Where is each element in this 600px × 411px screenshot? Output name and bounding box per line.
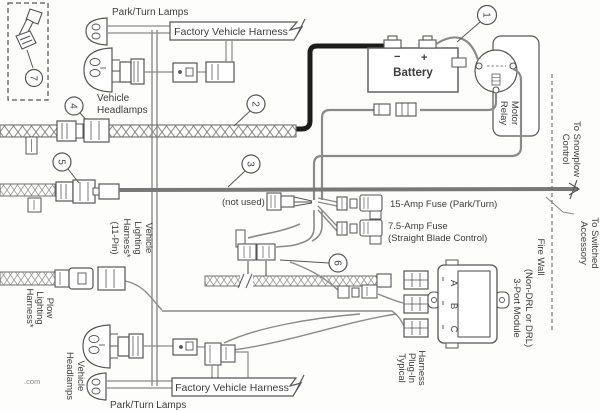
control-handle-icon [15, 8, 43, 50]
plow-harness-label-3: Harness* [24, 288, 35, 327]
plow-harness-label-2: Lighting [34, 291, 45, 324]
svg-text:5: 5 [56, 159, 67, 165]
callout-5: 5 [52, 152, 80, 184]
svg-text:Lighting: Lighting [132, 221, 143, 254]
fuse-15-label: 15-Amp Fuse (Park/Turn) [390, 199, 497, 210]
three-port-module: A B C [427, 259, 510, 349]
typical-plugin-harness-label-2: Plug-In [406, 353, 417, 383]
battery-negative-cable [296, 43, 386, 132]
banner-drop-plug [197, 40, 235, 83]
fuse-75-icon [336, 219, 383, 245]
callout-2: 2 [233, 94, 266, 127]
svg-text:4: 4 [68, 103, 79, 109]
module-plugs [403, 270, 429, 338]
battery-terminals [383, 35, 437, 49]
battery-label: Battery [393, 67, 433, 79]
banner-feed-wires-bottom [211, 351, 249, 378]
control-harness-row [0, 179, 581, 213]
to-switched-branch-wire [545, 196, 575, 215]
typical-plugin-harness-label-3: Harness [416, 350, 427, 386]
to-snowplow-label-2: Control [560, 134, 571, 165]
fuse-15-icon [336, 194, 383, 220]
to-switched-label-2: Accessory [578, 221, 589, 265]
module-label-1: 3-Port Module [511, 278, 522, 338]
callout-3: 3 [227, 154, 261, 188]
factory-vehicle-harness-banner-bottom: Factory Vehicle Harness [171, 374, 305, 397]
not-used-label: (not used) [222, 197, 265, 208]
vehicle-lighting-harness-label: Vehicle Lighting Harness* (11-Pin) [109, 218, 154, 257]
braided-harness-2 [0, 118, 297, 155]
fuse-75-label-2: (Straight Blade Control) [388, 233, 487, 244]
callout-1: 1 [456, 4, 498, 43]
vehicle-headlamps-bottom-label-2: Headlamps [64, 352, 75, 400]
module-port-a: A [448, 280, 459, 287]
headlamp-bottom-connectors [110, 333, 236, 366]
park-turn-lamps-top-label: Park/Turn Lamps [112, 7, 188, 18]
vehicle-headlamps-bottom-label-1: Vehicle [75, 361, 86, 392]
svg-text:Vehicle: Vehicle [143, 223, 154, 254]
to-switched-label-1: To Switched [589, 217, 600, 268]
watermark: .com [24, 377, 40, 386]
not-used-connector [266, 192, 313, 211]
to-snowplow-label-1: To Snowplow [571, 121, 582, 177]
park-turn-lamp-top-icon [85, 17, 108, 46]
relay-lead-connector [451, 57, 467, 68]
callout-7: 7 [28, 75, 39, 81]
fire-wall-label: Fire Wall [535, 238, 546, 275]
motor-relay-label-2: Relay [498, 101, 509, 126]
motor-relay: Motor Relay [474, 35, 540, 137]
cluster-connectors [235, 229, 276, 261]
svg-text:3: 3 [245, 161, 256, 167]
svg-text:Factory Vehicle Harness: Factory Vehicle Harness [175, 382, 289, 394]
svg-text:Harness*: Harness* [121, 218, 132, 257]
fuse-branch-wires [317, 197, 338, 232]
inline-connector-below-battery [373, 102, 417, 117]
vehicle-headlamps-top-label-1: Vehicle [97, 93, 130, 104]
fuse-75-label-1: 7.5-Amp Fuse [388, 221, 448, 232]
park-turn-lamp-bottom-wires [106, 380, 172, 389]
battery-minus-sign: − [394, 51, 400, 63]
plugin-harness-braid [204, 273, 392, 289]
park-turn-lamp-bottom-icon [86, 372, 107, 401]
module-port-b: B [448, 303, 459, 309]
vehicle-headlamp-bottom-icon [82, 324, 111, 369]
plow-lighting-harness [0, 266, 126, 291]
park-turn-lamps-bottom-label: Park/Turn Lamps [110, 400, 186, 411]
module-label-2: (Non-DRL or DRL) [523, 269, 534, 347]
headlamp-top-plug [172, 62, 198, 83]
vehicle-lighting-harness-spine [151, 30, 158, 386]
svg-text:6: 6 [332, 260, 343, 266]
svg-text:2: 2 [250, 101, 261, 107]
vehicle-headlamps-top-label-2: Headlamps [97, 105, 148, 116]
factory-vehicle-harness-banner-top: Factory Vehicle Harness [169, 18, 306, 41]
battery-plus-sign: + [421, 52, 427, 64]
module-port-c: C [448, 326, 459, 333]
module-feed-wires [124, 261, 405, 351]
plow-harness-label-1: Plow [44, 298, 55, 319]
vehicle-headlamp-top-icon [83, 47, 113, 93]
svg-text:(11-Pin): (11-Pin) [109, 221, 120, 254]
control-handle-box [7, 2, 49, 101]
headlamp-top-connector-pair [112, 58, 145, 85]
svg-text:Factory Vehicle Harness: Factory Vehicle Harness [174, 26, 288, 38]
inline-fuse-holder [337, 284, 378, 299]
park-turn-lamp-top-wires [107, 25, 170, 34]
svg-text:1: 1 [481, 12, 492, 18]
typical-plugin-harness-label-1: Typical [396, 353, 407, 383]
relay-wires [312, 36, 523, 200]
lower-bundle-wires [247, 210, 323, 276]
battery: − + Battery [367, 35, 459, 93]
motor-relay-label-1: Motor [509, 101, 520, 125]
callout-6: 6 [279, 253, 348, 273]
